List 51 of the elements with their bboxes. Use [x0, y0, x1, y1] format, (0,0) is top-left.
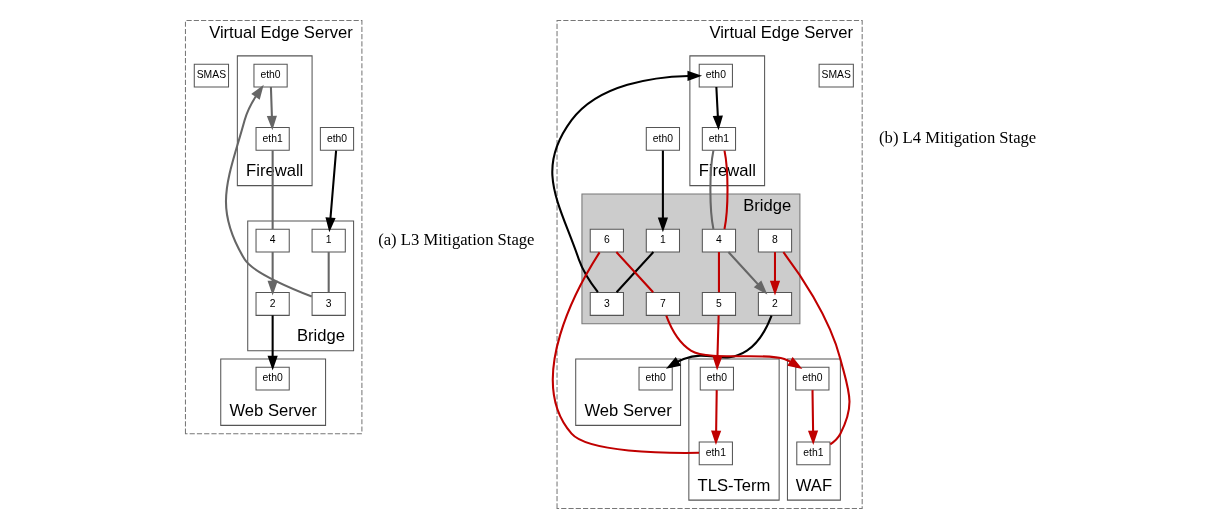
node-box: 4: [701, 228, 736, 253]
arrow: [224, 84, 312, 298]
connector: [615, 251, 654, 293]
node-box: eth0: [794, 366, 829, 391]
connector: [708, 150, 714, 230]
node-box: eth0: [645, 127, 680, 151]
arrow: [550, 70, 702, 293]
node-box: 3: [311, 292, 346, 316]
arrow: [266, 87, 277, 131]
node-box: eth0: [698, 63, 733, 88]
node-box: eth0: [255, 366, 290, 391]
node-box: 5: [701, 292, 736, 316]
arrow: [267, 315, 278, 371]
node-box: 7: [645, 292, 680, 316]
arrow: [657, 150, 668, 233]
arrow: [665, 315, 772, 369]
connector: [271, 150, 274, 229]
node-box: 2: [255, 292, 290, 316]
node-label: (b) L4 Mitigation Stage: [878, 127, 1036, 147]
node-box: eth0: [638, 366, 673, 391]
connector: [551, 251, 699, 454]
connector: [722, 150, 729, 230]
node-box: 1: [311, 228, 346, 253]
arrow: [664, 315, 802, 369]
node-box: eth0: [699, 366, 734, 391]
arrow: [769, 252, 780, 296]
node-box: 6: [589, 228, 624, 253]
node-box: 2: [757, 292, 792, 316]
node-box: eth1: [795, 441, 830, 466]
connector: [782, 251, 850, 446]
node-box: eth0: [252, 63, 288, 88]
arrow: [711, 315, 723, 371]
arrow: [727, 251, 767, 295]
node-box: SMAS: [818, 63, 854, 88]
node-box: 4: [255, 228, 290, 253]
node-box: 3: [589, 292, 624, 316]
arrow: [710, 390, 721, 446]
node-label: (a) L3 Mitigation Stage: [377, 229, 534, 249]
node-box: eth1: [698, 441, 733, 466]
node-box: SMAS: [193, 63, 229, 88]
arrow: [712, 86, 723, 131]
connector: [327, 252, 330, 293]
node-box: eth1: [701, 127, 736, 151]
arrow: [267, 252, 278, 296]
connector: [717, 252, 720, 293]
node-box: 8: [757, 228, 792, 253]
arrow: [324, 150, 337, 233]
arrow: [807, 390, 818, 446]
node-box: eth0: [319, 127, 354, 151]
node-box: eth1: [255, 127, 290, 151]
node-box: 1: [645, 228, 680, 253]
